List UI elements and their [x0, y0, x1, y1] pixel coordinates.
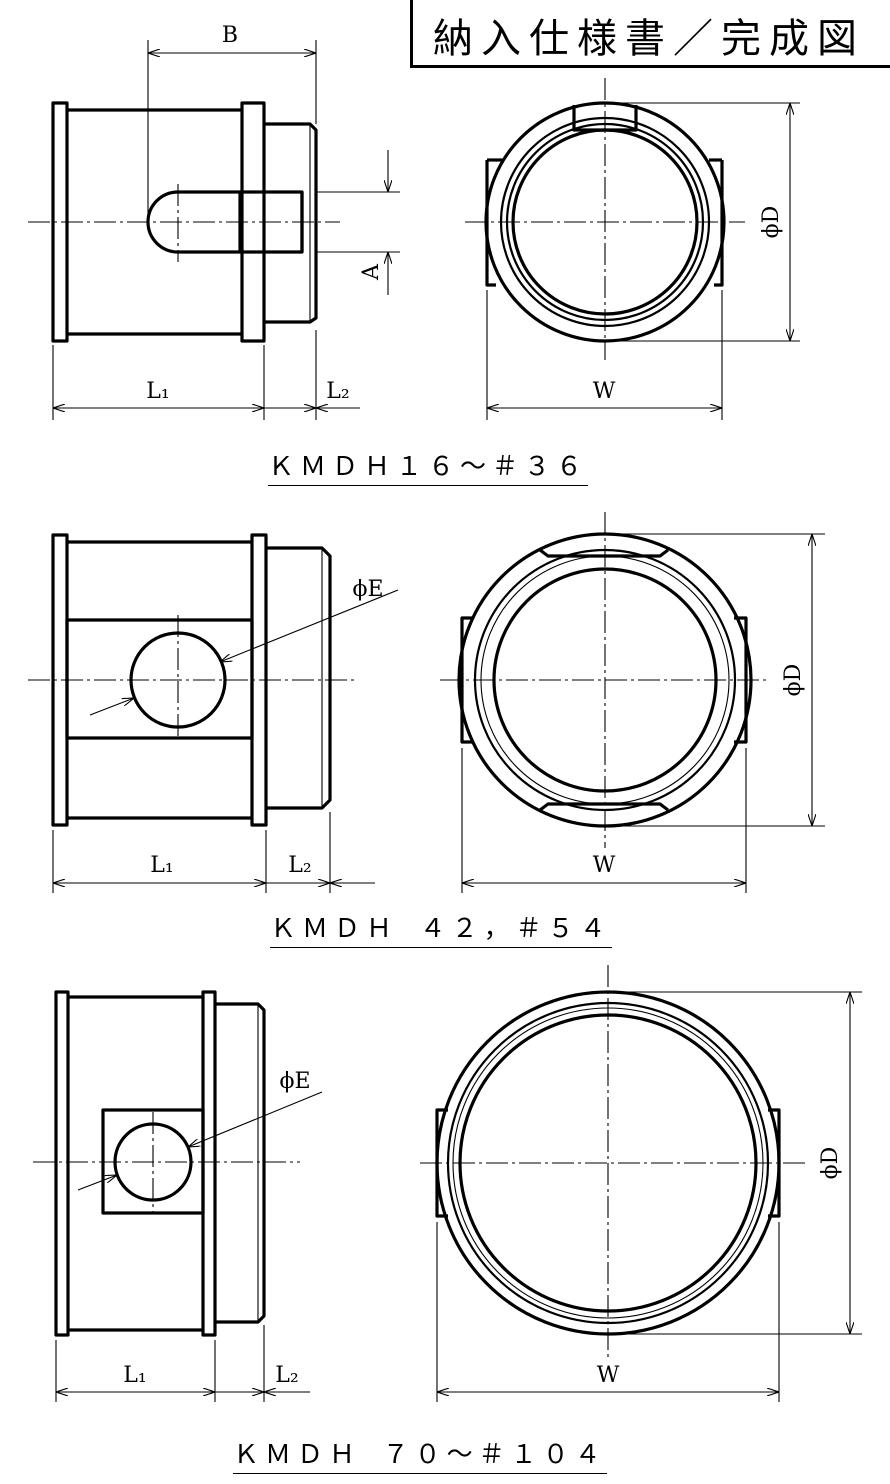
fig1-label-L1: L₁ — [146, 379, 169, 404]
fig2-label-L2: L₂ — [288, 853, 311, 878]
figure-3-end-view — [420, 965, 862, 1402]
fig2-label-D: ϕD — [781, 664, 806, 697]
fig1-label-L2: L₂ — [326, 379, 349, 404]
figure-1-side-view — [28, 40, 400, 420]
figure-2-side-view — [28, 533, 399, 893]
fig3-label-D: ϕD — [818, 1147, 843, 1180]
figure-1-end-view — [465, 78, 800, 420]
figure-3-side-view — [33, 990, 323, 1402]
title-block: 納入仕様書／完成図 — [410, 0, 890, 68]
figure-1-caption: ＫＭＤＨ１６～＃３６ — [268, 446, 589, 486]
fig2-label-L1: L₁ — [150, 853, 173, 878]
page-title: 納入仕様書／完成図 — [433, 16, 865, 62]
fig3-label-L1: L₁ — [123, 1363, 146, 1388]
fig2-label-W: W — [593, 853, 616, 878]
fig1-label-W: W — [593, 379, 616, 404]
fig1-label-B: B — [222, 23, 238, 48]
fig3-label-L2: L₂ — [275, 1363, 298, 1388]
figure-2-end-view — [440, 512, 825, 893]
figure-3-caption: ＫＭＤＨ ７０～＃１０４ — [233, 1434, 607, 1474]
figure-2-caption: ＫＭＤＨ ４２，＃５４ — [270, 908, 612, 948]
fig3-label-W: W — [597, 1363, 620, 1388]
fig3-label-E: ϕE — [279, 1069, 310, 1094]
fig1-label-D: ϕD — [759, 206, 784, 239]
fig1-label-A: A — [359, 263, 384, 281]
fig2-label-E: ϕE — [352, 577, 383, 602]
